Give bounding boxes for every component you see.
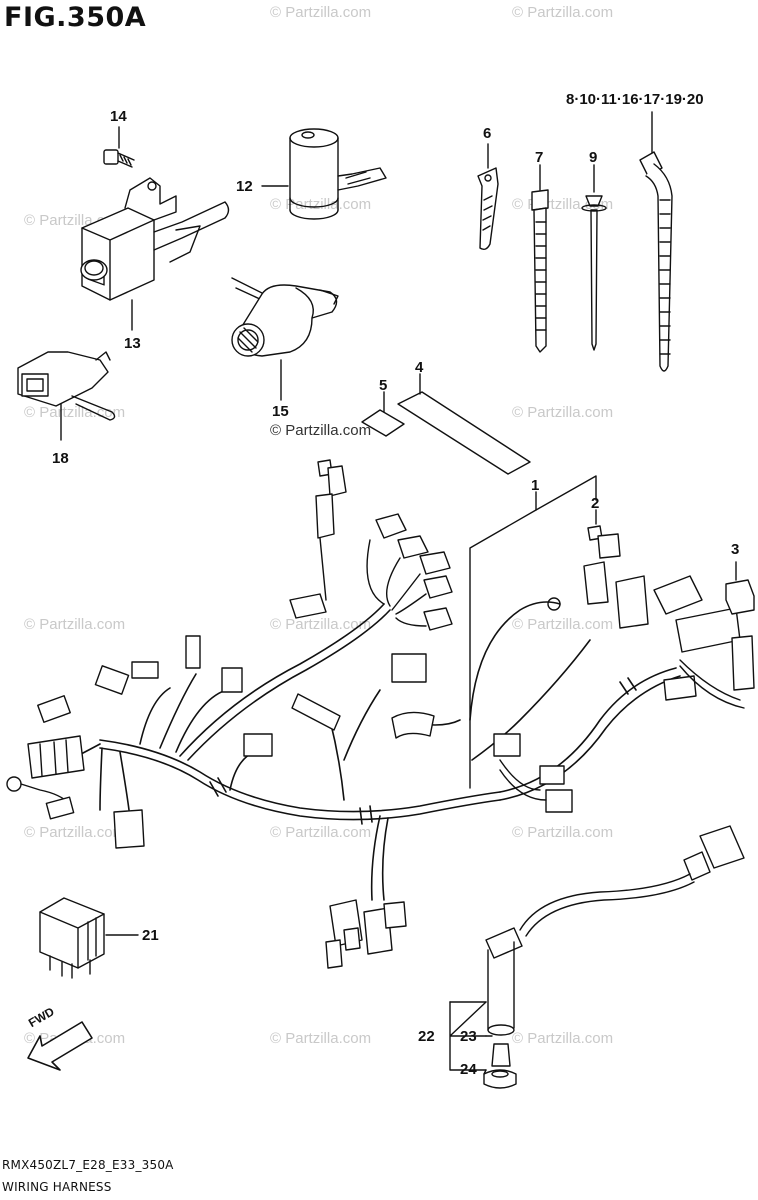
watermark: © Partzilla.com	[512, 616, 614, 633]
figure-name: WIRING HARNESS	[2, 1180, 112, 1194]
switch-part-18	[17, 351, 116, 441]
callout-13: 13	[124, 335, 141, 352]
watermark: © Partzilla.com	[512, 4, 614, 21]
callout-12: 12	[236, 178, 253, 195]
callout-8-group: 8·10·11·16·17·19·20	[566, 91, 704, 108]
callout-21: 21	[142, 927, 159, 944]
figure-title: FIG.350A	[4, 2, 147, 33]
tape-pads-4-5	[361, 373, 531, 475]
watermark: © Partzilla.com	[24, 824, 126, 841]
watermark: © Partzilla.com	[270, 824, 372, 841]
callout-4: 4	[415, 359, 424, 376]
connector-cluster-left	[6, 635, 435, 849]
fwd-arrow-icon	[27, 1021, 93, 1071]
cylinder-part-12	[261, 128, 387, 220]
callout-24: 24	[460, 1061, 477, 1078]
watermark: © Partzilla.com	[270, 4, 372, 21]
watermark: © Partzilla.com	[270, 196, 372, 213]
callout-1: 1	[531, 477, 540, 494]
watermark: © Partzilla.com	[24, 616, 126, 633]
connector-cluster-bottom	[325, 899, 407, 969]
callout-5: 5	[379, 377, 388, 394]
callout-9: 9	[589, 149, 598, 166]
watermark: © Partzilla.com	[270, 616, 372, 633]
watermark: © Partzilla.com	[512, 824, 614, 841]
wiring-harness-part-1	[49, 601, 681, 901]
plug-cap-parts-22-24	[449, 825, 745, 1089]
bolt-part-14	[103, 126, 135, 168]
callout-18: 18	[52, 450, 69, 467]
callout-15: 15	[272, 403, 289, 420]
callout-22: 22	[418, 1028, 435, 1045]
callout-3: 3	[731, 541, 740, 558]
callout-6: 6	[483, 125, 492, 142]
switch-part-13	[80, 177, 230, 331]
clamp-part-15	[231, 277, 339, 401]
watermark: © Partzilla.com	[270, 422, 372, 439]
callout-7: 7	[535, 149, 544, 166]
ties-group	[477, 111, 673, 372]
connector-cluster-right	[493, 525, 755, 813]
connector-cluster-top	[289, 459, 453, 631]
callout-14: 14	[110, 108, 127, 125]
watermark: © Partzilla.com	[512, 1030, 614, 1047]
watermark: © Partzilla.com	[512, 404, 614, 421]
harness-callout-bracket	[469, 475, 597, 789]
cap-part-3	[725, 561, 755, 615]
relay-part-21	[39, 897, 139, 979]
watermark: © Partzilla.com	[270, 1030, 372, 1047]
figure-code: RMX450ZL7_E28_E33_350A	[2, 1158, 174, 1172]
callout-2: 2	[591, 495, 600, 512]
watermark: © Partzilla.com	[24, 404, 126, 421]
callout-23: 23	[460, 1028, 477, 1045]
